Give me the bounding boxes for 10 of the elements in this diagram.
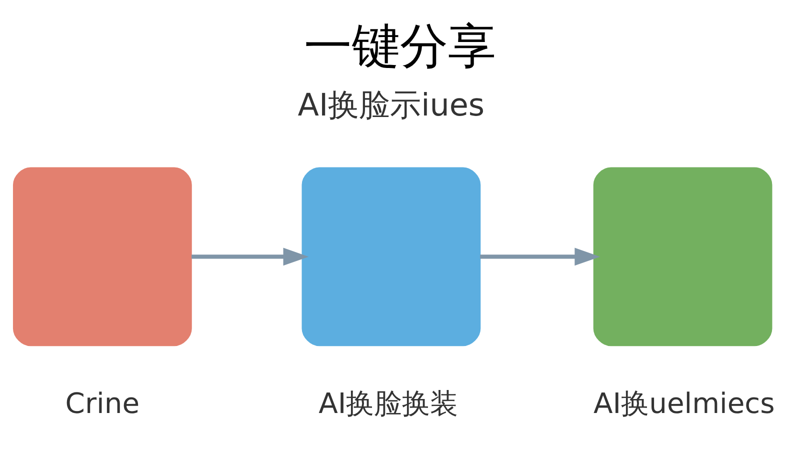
node-label: AI换脸换装	[318, 387, 458, 420]
label: AI换脸示iues	[298, 87, 485, 124]
arrow	[480, 248, 600, 266]
diagram-title: 一键分享	[304, 20, 496, 75]
node-box	[302, 167, 481, 346]
node-box	[593, 167, 772, 346]
node-label: AI换uelmiecs	[594, 387, 775, 420]
arrow	[192, 248, 309, 266]
node-box	[12, 167, 192, 346]
node-label: Crine	[65, 387, 140, 420]
